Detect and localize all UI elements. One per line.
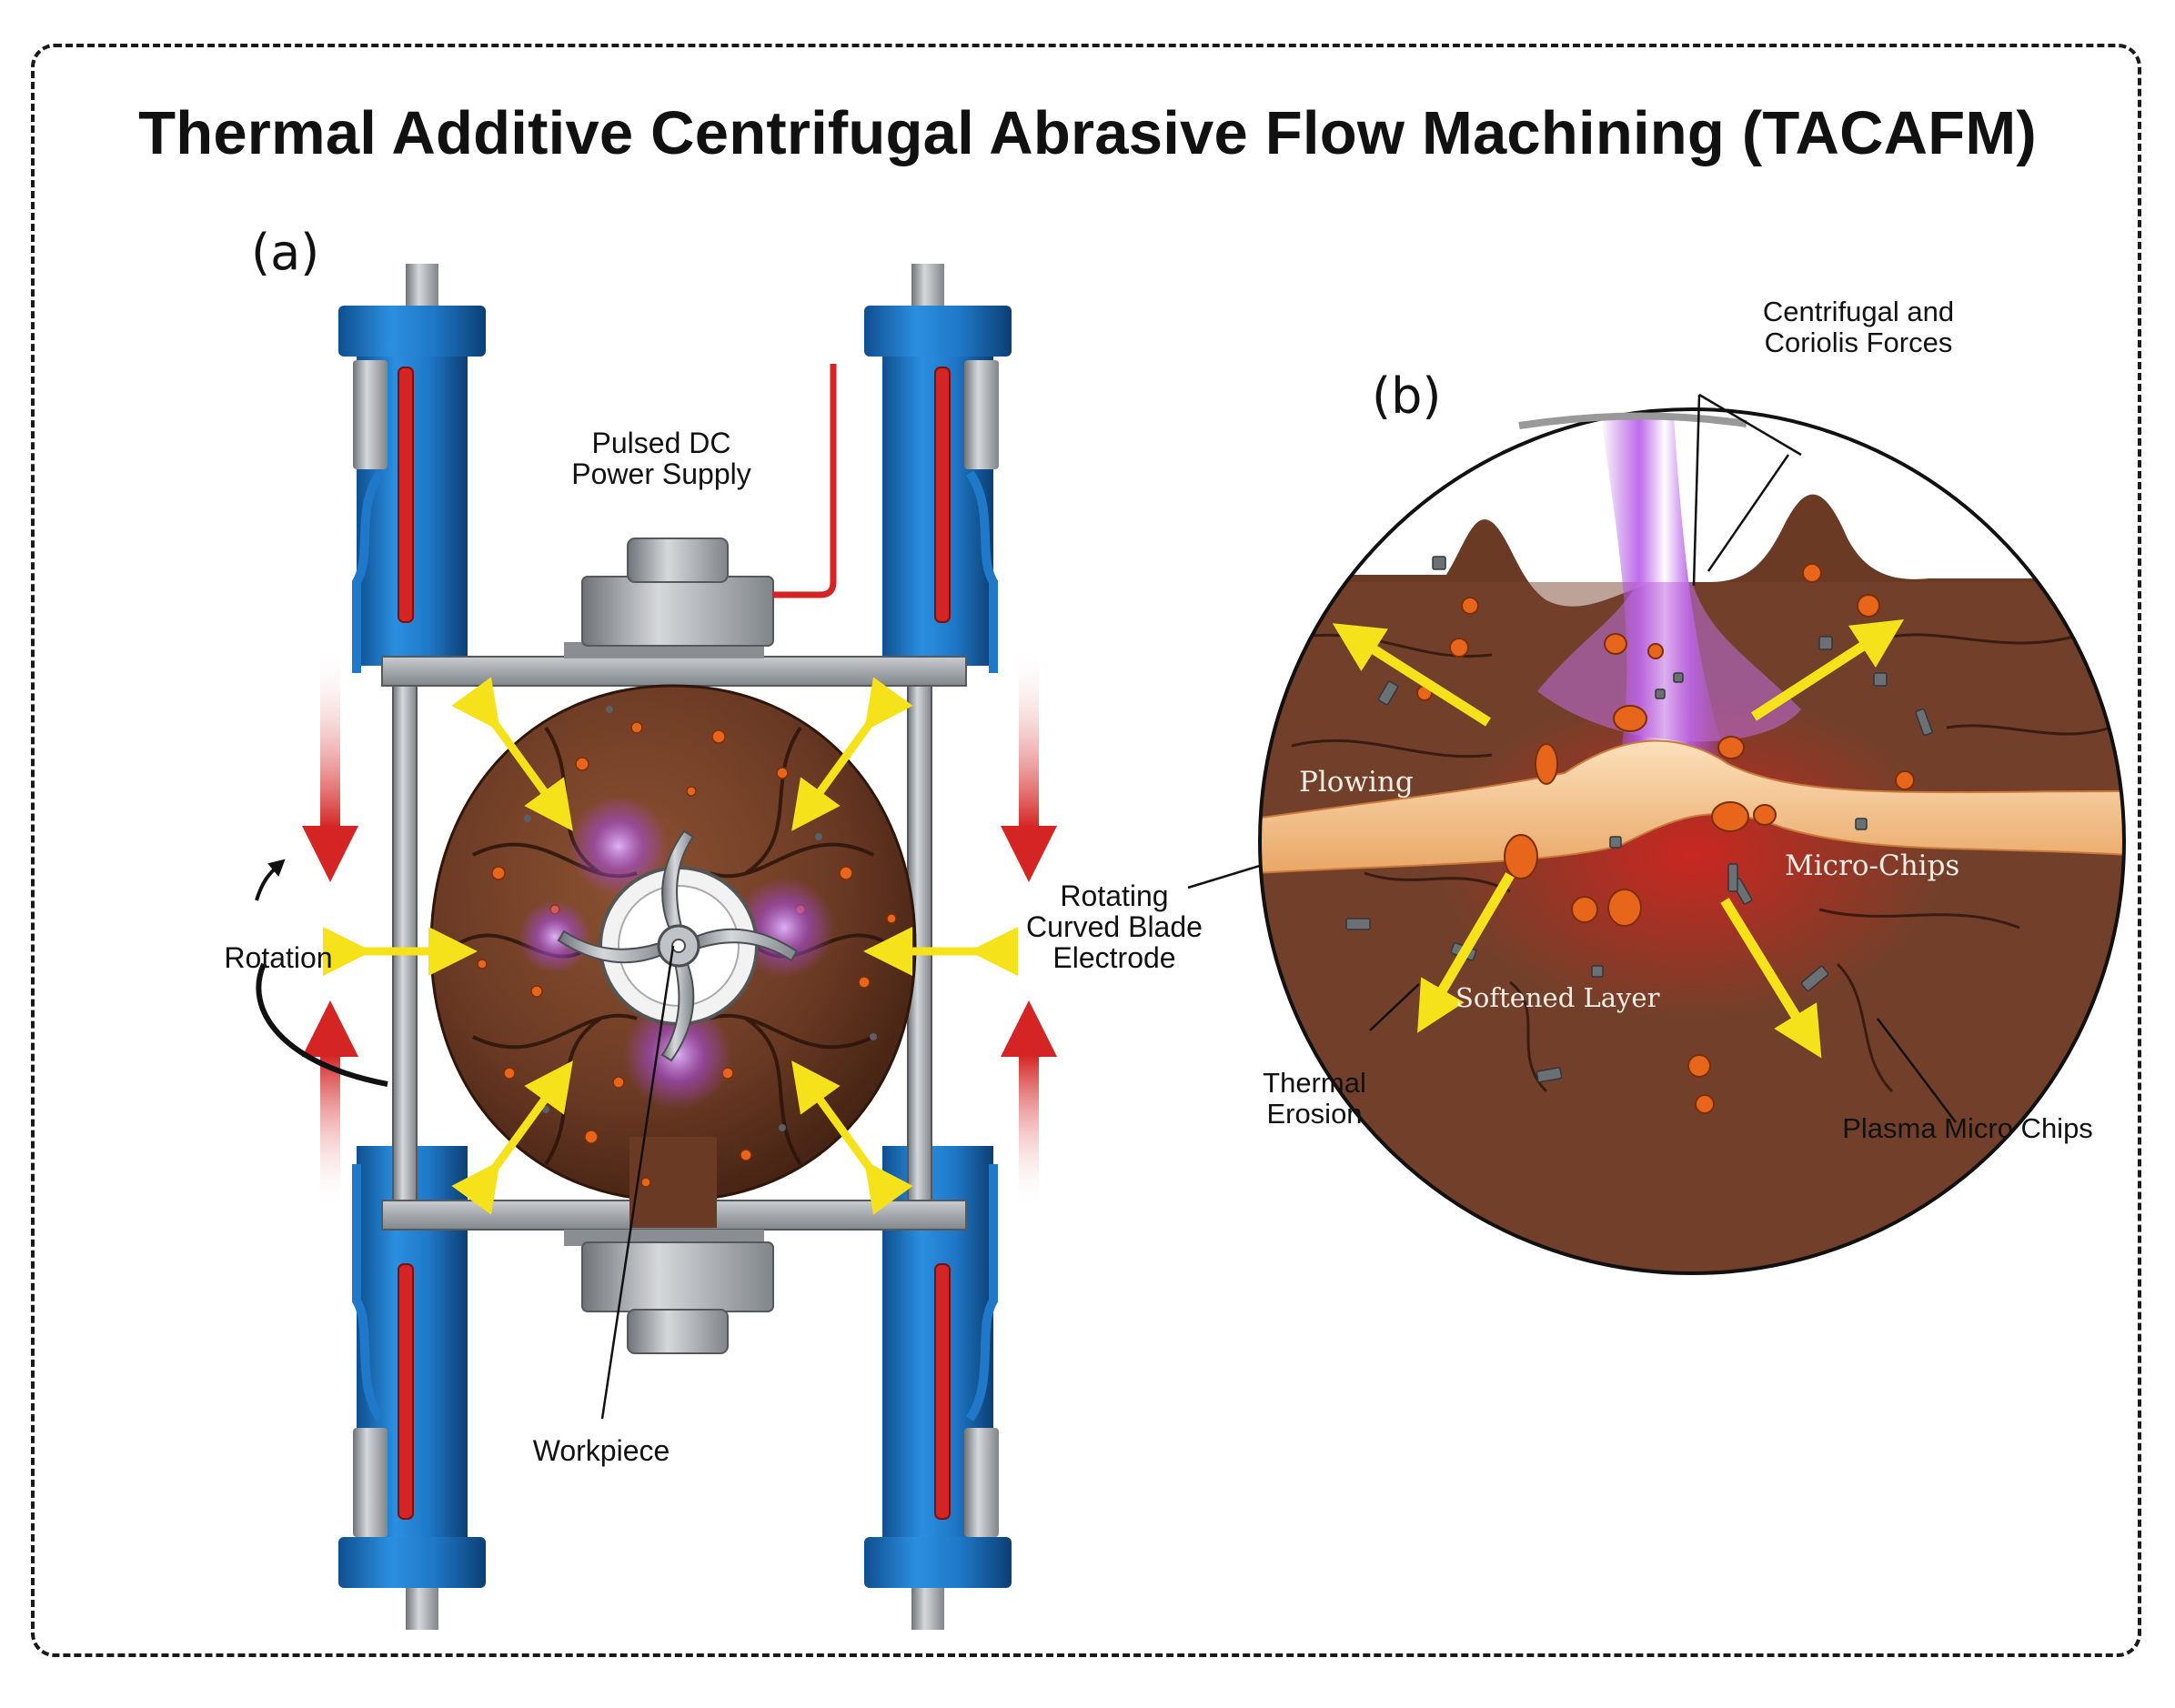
electrode-label: Rotating Curved Blade Electrode: [1026, 879, 1203, 974]
leader-lines-b: [1369, 393, 1957, 1123]
dashed-border-frame: [31, 44, 2141, 1657]
electrode-tip: [1518, 412, 1747, 429]
power-supply-label: Pulsed DC Power Supply: [571, 427, 751, 490]
magnification-circle-outline: [1258, 407, 2126, 1275]
leader-lines-a: [600, 860, 1273, 1420]
plasma-micro-chips-label: Plasma Micro Chips: [1842, 1112, 2093, 1144]
softened-layer-label: Softened Layer: [1455, 982, 1660, 1013]
magnified-circle-content: [1260, 409, 2124, 1273]
top-drive-unit: [564, 364, 837, 658]
thermal-erosion-label: Thermal Erosion: [1263, 1067, 1366, 1130]
rotation-arrow: [255, 859, 388, 1087]
micro-chips-label: Micro-Chips: [1785, 849, 1960, 882]
panel-a-tag: (a): [251, 224, 320, 281]
bottom-drive-unit: [564, 1230, 774, 1354]
figure-title: Thermal Additive Centrifugal Abrasive Fl…: [138, 99, 2037, 167]
plowing-label: Plowing: [1299, 766, 1414, 799]
curved-blade-electrode: [557, 829, 799, 1062]
forces-label: Centrifugal and Coriolis Forces: [1762, 296, 1955, 358]
workpiece-label: Workpiece: [532, 1434, 670, 1467]
panel-b-tag: (b): [1372, 367, 1442, 425]
rotation-label: Rotation: [224, 941, 333, 974]
flow-arrows: [323, 677, 1018, 1215]
vertical-motion-arrows: [302, 646, 1057, 1210]
